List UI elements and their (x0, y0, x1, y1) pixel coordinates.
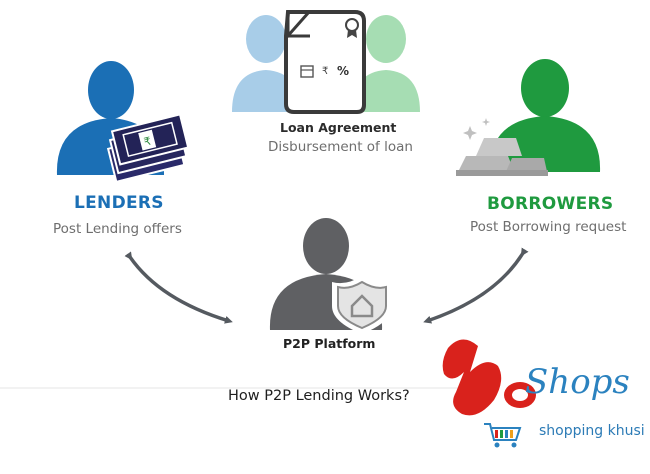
borrowers-platform-arrow (423, 247, 529, 324)
shopping-cart-icon (484, 423, 522, 448)
platform-title: P2P Platform (283, 336, 376, 351)
svg-text:₹: ₹ (143, 134, 153, 148)
person-icon-light-blue (232, 15, 300, 112)
lenders-platform-arrow (124, 251, 233, 324)
borrowers-subtitle: Post Borrowing request (470, 219, 627, 235)
loan-agreement-persons (232, 15, 420, 112)
seal-icon (345, 18, 359, 38)
arrows (124, 247, 529, 324)
money-stack-icon: ₹ (106, 113, 190, 184)
lenders-title: LENDERS (74, 193, 164, 213)
loan-agreement-subtitle: Disbursement of loan (268, 139, 413, 155)
percent-symbol: % (337, 64, 350, 78)
rupee-symbol: ₹ (322, 66, 329, 77)
person-icon-light-green (352, 15, 420, 112)
lenders-subtitle: Post Lending offers (53, 221, 182, 237)
loan-agreement-title: Loan Agreement (280, 120, 397, 135)
calendar-icon (300, 65, 314, 78)
yoshops-logo (442, 339, 536, 448)
shield-home-icon (332, 276, 392, 334)
gold-bars-icon (456, 118, 548, 176)
logo-brand-text: Shops (525, 362, 630, 402)
document-icon (284, 10, 366, 114)
diagram-caption: How P2P Lending Works? (228, 388, 410, 404)
logo-tagline: shopping khusi ka (539, 423, 650, 439)
borrowers-title: BORROWERS (487, 194, 614, 214)
